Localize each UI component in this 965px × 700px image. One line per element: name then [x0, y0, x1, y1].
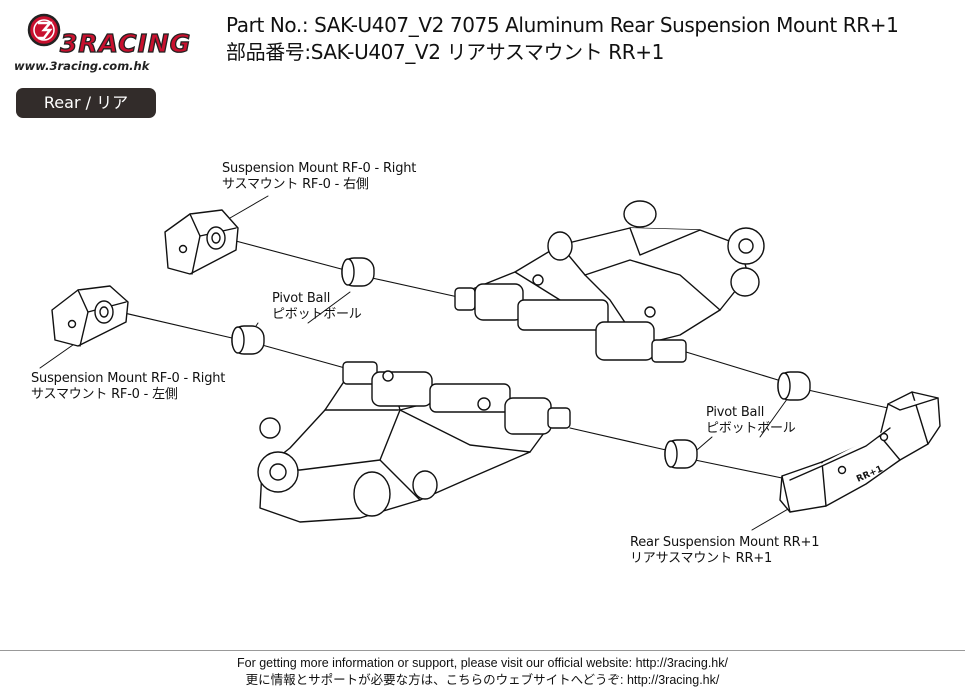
- rear-suspension-mount: RR+1: [779, 391, 941, 513]
- 3racing-logo: 3RACING www.3racing.com.hk: [14, 13, 191, 73]
- suspension-mount-top: [164, 209, 239, 275]
- callout-pivot-upper-en: Pivot Ball: [272, 291, 331, 306]
- pivot-ball-3: [777, 371, 811, 401]
- callout-mount-top-en: Suspension Mount RF-0 - Right: [222, 161, 417, 176]
- section-separator: /: [85, 93, 97, 112]
- suspension-mount-left: [51, 285, 129, 347]
- callout-rear-mount-jp: リアサスマウント RR+1: [630, 551, 773, 566]
- callout-pivot-lower-jp: ピボットボール: [706, 421, 796, 436]
- logo-url: www.3racing.com.hk: [14, 59, 151, 73]
- pivot-ball-4: [664, 439, 698, 469]
- callout-pivot-upper: Pivot Ball ピボットボール: [272, 291, 362, 323]
- section-tab-rear: Rear / リア: [16, 88, 156, 118]
- section-label-en: Rear: [43, 93, 81, 112]
- suspension-arm-lower: [257, 361, 571, 523]
- logo-wordmark: 3RACING: [60, 29, 191, 58]
- callout-mount-top-jp: サスマウント RF-0 - 右側: [222, 177, 369, 192]
- footer: For getting more information or support,…: [0, 655, 965, 689]
- page-title-jp: 部品番号:SAK-U407_V2 リアサスマウント RR+1: [226, 40, 664, 64]
- callout-mount-left: Suspension Mount RF-0 - Right サスマウント RF-…: [31, 371, 225, 403]
- callout-mount-left-en: Suspension Mount RF-0 - Right: [31, 371, 226, 386]
- callout-pivot-lower: Pivot Ball ピボットボール: [706, 405, 796, 437]
- pivot-ball-2: [231, 325, 265, 355]
- callout-rear-mount-en: Rear Suspension Mount RR+1: [630, 535, 820, 550]
- callout-mount-left-jp: サスマウント RF-0 - 左側: [31, 387, 178, 402]
- title-block: Part No.: SAK-U407_V2 7075 Aluminum Rear…: [226, 12, 899, 66]
- assembly-guide-lines: [119, 239, 889, 479]
- pivot-ball-1: [341, 257, 375, 287]
- callout-pivot-upper-jp: ピボットボール: [272, 307, 362, 322]
- footer-line-jp: 更に情報とサポートが必要な方は、こちらのウェブサイトへどうぞ: http://3…: [245, 673, 720, 687]
- suspension-arm-upper: [454, 200, 765, 363]
- footer-divider: [0, 650, 965, 651]
- callout-rear-mount: Rear Suspension Mount RR+1 リアサスマウント RR+1: [630, 535, 819, 567]
- footer-line-en: For getting more information or support,…: [237, 656, 728, 670]
- logo-emblem-icon: [27, 13, 61, 47]
- callout-mount-top: Suspension Mount RF-0 - Right サスマウント RF-…: [222, 161, 416, 193]
- callout-pivot-lower-en: Pivot Ball: [706, 405, 765, 420]
- page-title-en: Part No.: SAK-U407_V2 7075 Aluminum Rear…: [226, 13, 899, 37]
- section-label-jp: リア: [96, 93, 129, 112]
